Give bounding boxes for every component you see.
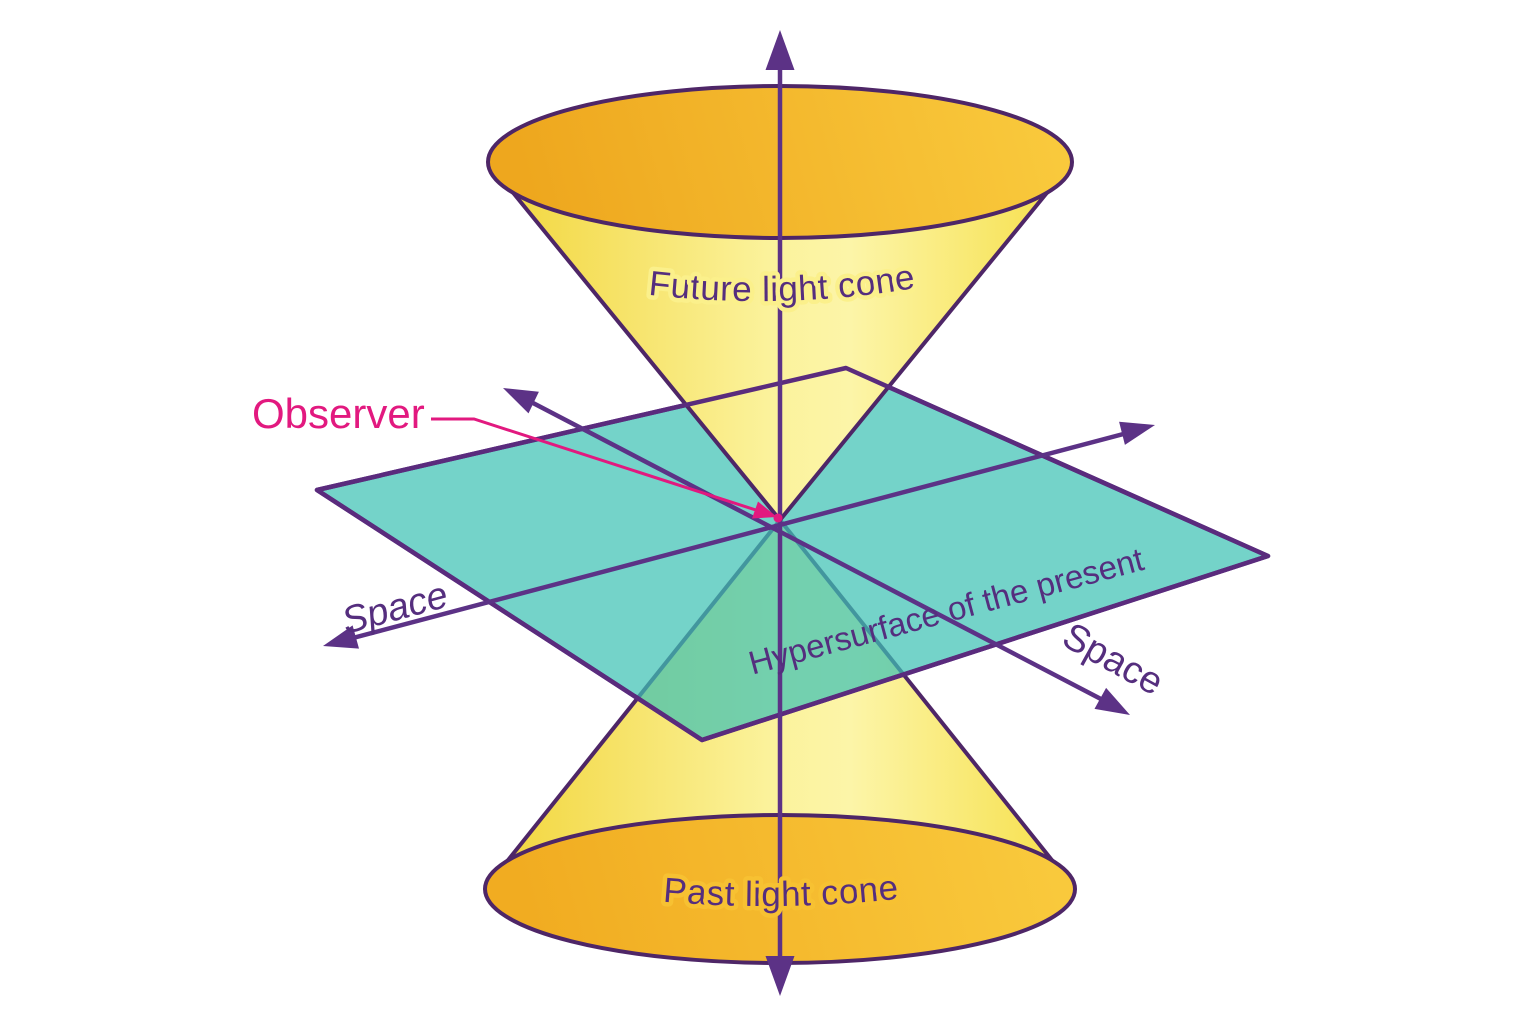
- space-axis-1: [333, 425, 1147, 646]
- space-axis-2-arrowhead-left: [503, 388, 539, 414]
- space-axis-1-arrowhead-left: [323, 625, 359, 649]
- future-light-cone-edges: [486, 160, 1074, 522]
- space-axis-2-arrowhead-right: [1094, 687, 1130, 715]
- space-axis-1-arrowhead-right: [1119, 421, 1155, 445]
- space-label-right: Space: [1056, 615, 1171, 704]
- observer-point: [773, 513, 783, 523]
- space-axis-2: [508, 389, 1124, 712]
- observer-leader-line: [431, 417, 763, 514]
- time-axis-arrowhead-bottom: [765, 956, 795, 996]
- future-cone-label: Future light cone: [647, 257, 917, 309]
- time-axis-arrowhead-top: [765, 30, 795, 70]
- observer-label: Observer: [252, 390, 425, 437]
- space-label-left: Space: [337, 574, 452, 642]
- observer-arrowhead: [752, 501, 777, 519]
- hypersurface-plane-outline: [314, 365, 1271, 743]
